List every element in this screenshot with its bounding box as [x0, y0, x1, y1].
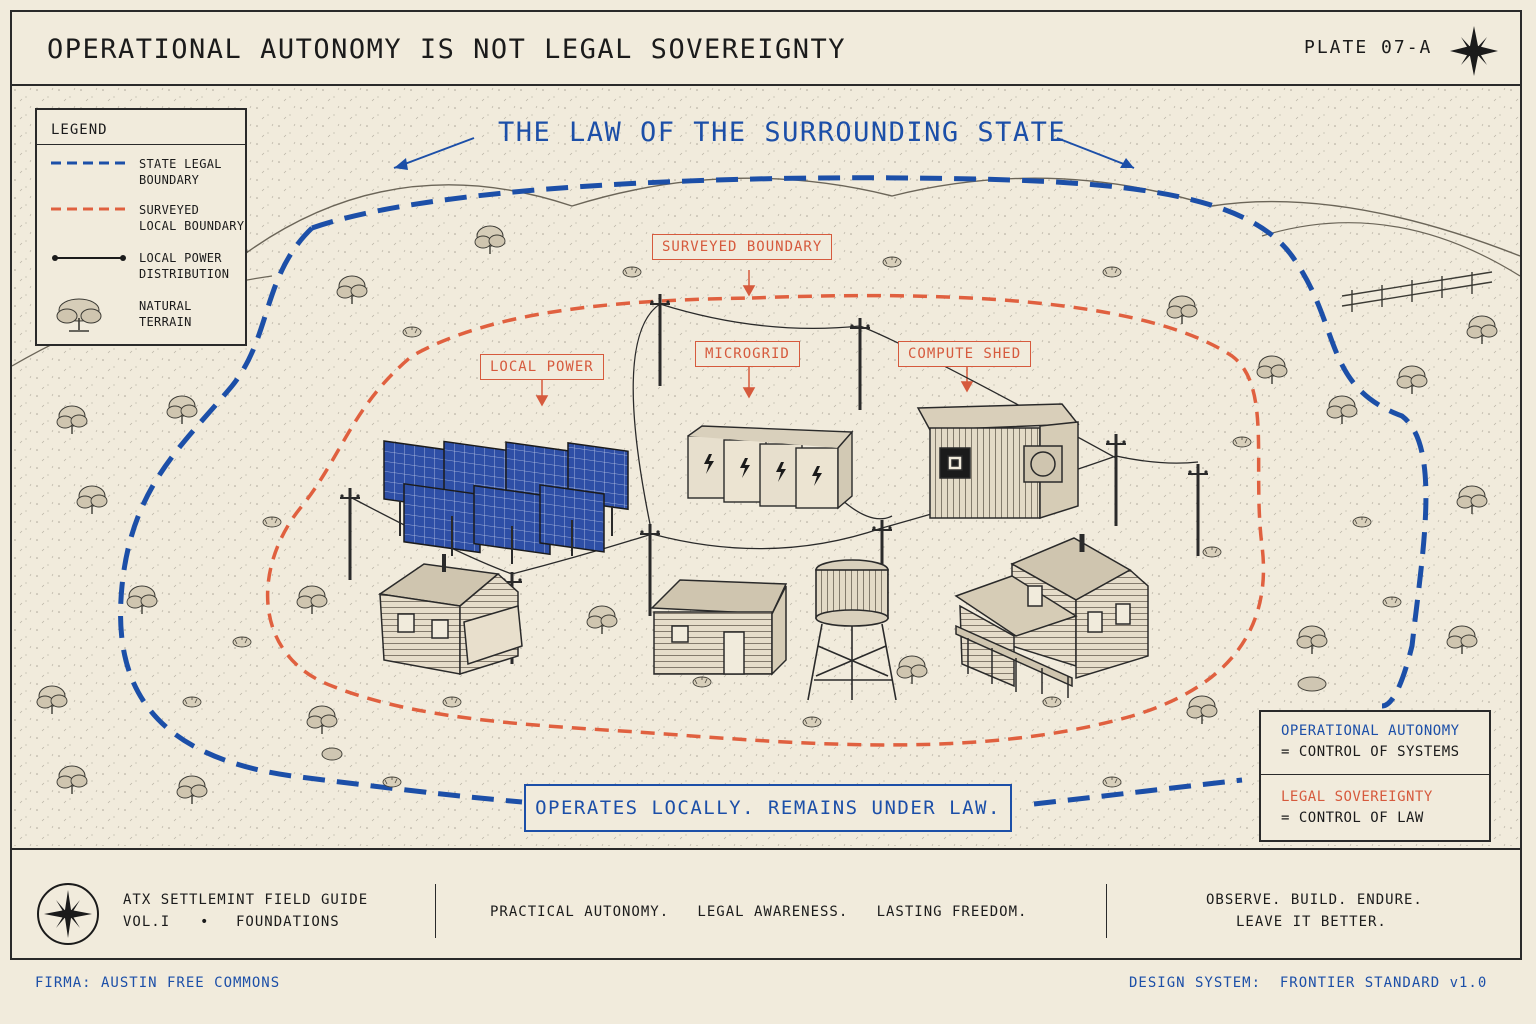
- operational-autonomy-term: OPERATIONAL AUTONOMY: [1281, 723, 1460, 739]
- footer-divider-left: [435, 884, 436, 938]
- utility-shed: [650, 579, 788, 676]
- field-guide-title: ATX SETTLEMINT FIELD GUIDE: [123, 892, 369, 908]
- footer-divider-right: [1106, 884, 1107, 938]
- legend-item-power-distribution: LOCAL POWER DISTRIBUTION: [139, 251, 230, 281]
- field-guide-section: FOUNDATIONS: [236, 914, 340, 930]
- local-boundary-swatch-icon: [51, 207, 127, 211]
- field-guide-volume: VOL.I: [123, 914, 171, 930]
- fence-line: [1341, 271, 1493, 312]
- compass-seal-icon: [37, 883, 99, 945]
- operates-locally-statement: OPERATES LOCALLY. REMAINS UNDER LAW.: [524, 784, 1012, 832]
- motto-line-1: OBSERVE. BUILD. ENDURE.: [1206, 892, 1423, 908]
- power-line-swatch-icon: [52, 255, 126, 261]
- plate-frame: [10, 10, 1522, 960]
- legal-sovereignty-definition: = CONTROL OF LAW: [1281, 810, 1424, 826]
- motto-line-2: LEAVE IT BETTER.: [1236, 914, 1387, 930]
- field-guide-bullet: •: [200, 914, 210, 930]
- farmhouse: [954, 534, 1149, 698]
- terrain-vegetation: [36, 225, 1498, 815]
- microgrid-label: MICROGRID: [695, 341, 800, 367]
- legend-panel: LEGEND STATE LEGAL BOUNDARY SURVEYED LOC…: [35, 108, 247, 346]
- footer-tagline: PRACTICAL AUTONOMY. LEGAL AWARENESS. LAS…: [490, 904, 1028, 920]
- solar-array: [383, 440, 629, 564]
- plate-number: PLATE 07-A: [1304, 37, 1433, 58]
- compute-shed: [916, 403, 1080, 520]
- compass-star-icon: [1450, 26, 1498, 76]
- state-legal-boundary: [311, 175, 1429, 709]
- state-legal-boundary-left: [118, 226, 523, 805]
- definitions-divider: [1261, 774, 1489, 775]
- surveyed-boundary-label: SURVEYED BOUNDARY: [652, 234, 833, 260]
- state-boundary-swatch-icon: [51, 161, 127, 165]
- local-power-label: LOCAL POWER: [480, 354, 604, 380]
- legend-item-state-boundary: STATE LEGAL BOUNDARY: [139, 157, 222, 187]
- state-law-headline: THE LAW OF THE SURROUNDING STATE: [498, 117, 1067, 148]
- firma-credit: FIRMA: AUSTIN FREE COMMONS: [35, 975, 281, 991]
- operational-autonomy-definition: = CONTROL OF SYSTEMS: [1281, 744, 1460, 760]
- design-system-credit: DESIGN SYSTEM: FRONTIER STANDARD v1.0: [1129, 975, 1488, 991]
- microgrid-batteries: [687, 425, 854, 510]
- definitions-panel: OPERATIONAL AUTONOMY = CONTROL OF SYSTEM…: [1259, 710, 1491, 842]
- compute-shed-label: COMPUTE SHED: [898, 341, 1032, 367]
- water-tower: [807, 559, 897, 701]
- tree-icon: [56, 298, 102, 332]
- legend-item-natural-terrain: NATURAL TERRAIN: [139, 299, 192, 329]
- footer-rule: [10, 848, 1522, 850]
- legal-sovereignty-term: LEGAL SOVEREIGNTY: [1281, 789, 1433, 805]
- legend-item-local-boundary: SURVEYED LOCAL BOUNDARY: [139, 203, 245, 233]
- cabin-left: [377, 554, 523, 676]
- page-title: OPERATIONAL AUTONOMY IS NOT LEGAL SOVERE…: [47, 34, 846, 65]
- legend-divider: [37, 144, 245, 145]
- header-rule: [10, 84, 1522, 86]
- legend-title: LEGEND: [51, 122, 108, 138]
